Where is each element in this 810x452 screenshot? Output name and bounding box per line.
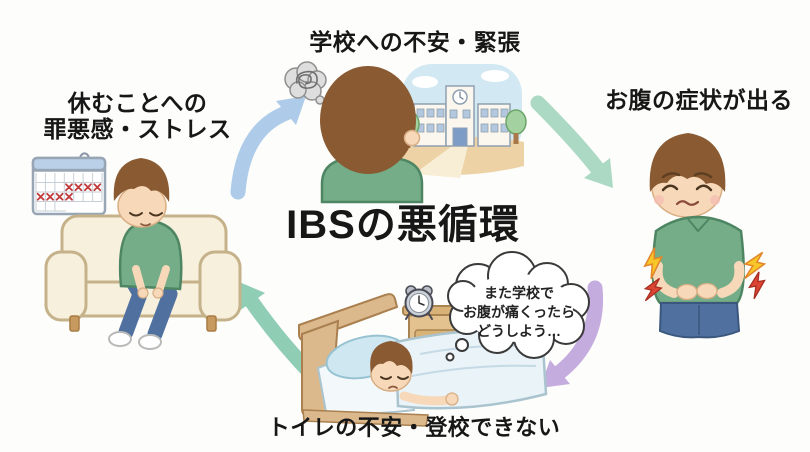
thought-line-1: また学校で xyxy=(484,285,554,301)
boy-hair xyxy=(113,158,170,202)
boy-back-view xyxy=(320,66,424,204)
school-path xyxy=(414,146,468,178)
closed-eyes xyxy=(129,212,163,217)
tangled-thoughts-icon xyxy=(284,61,332,112)
boy-hair xyxy=(649,133,726,192)
worried-eyebrows xyxy=(661,172,713,179)
scribble xyxy=(295,70,318,89)
sofa-armrest-right xyxy=(198,250,242,322)
thought-line-2: お腹が痛くったら xyxy=(463,304,575,320)
cycle-title: IBSの悪循環 xyxy=(286,203,520,247)
thought-bubble-icon xyxy=(445,251,590,362)
boy-on-sofa xyxy=(108,158,183,350)
boy-stomachache xyxy=(649,133,745,339)
scene-stomach-symptoms xyxy=(640,133,769,339)
school-windows xyxy=(416,108,509,133)
label-guilt-line1: 休むことへの xyxy=(67,90,208,116)
hand xyxy=(696,282,718,300)
mouth xyxy=(388,385,398,389)
pain-bolt-icon xyxy=(741,248,768,283)
hand xyxy=(676,283,698,301)
boy-hair xyxy=(370,341,413,374)
scene-school-anxiety xyxy=(284,61,527,204)
hand xyxy=(445,392,459,406)
thought-bubble-text: また学校で お腹が痛くったら どうしよう… xyxy=(452,284,586,341)
closed-eyes xyxy=(380,376,409,380)
arrow-left-to-top xyxy=(230,96,306,200)
scene-guilt-rest xyxy=(31,152,242,350)
thought-line-3: どうしよう… xyxy=(477,323,561,339)
calendar-x-marks xyxy=(36,183,102,201)
pained-mouth xyxy=(675,200,700,206)
school-door xyxy=(452,127,468,147)
closed-eyes xyxy=(661,184,713,192)
cloud xyxy=(481,70,509,82)
boy-hair-back xyxy=(320,66,416,174)
label-stomach-symptoms: お腹の症状が出る xyxy=(605,87,793,113)
label-toilet-anxiety: トイレの不安・登校できない xyxy=(267,415,561,440)
sofa-armrest-left xyxy=(44,250,88,322)
scene-sleep-worry xyxy=(298,251,590,427)
label-guilt-line2: 罪悪感・ストレス xyxy=(43,115,232,142)
label-school-anxiety: 学校への不安・緊張 xyxy=(309,29,521,55)
arm-over-blanket xyxy=(399,391,453,406)
label-guilt-stress: 休むことへの 罪悪感・ストレス xyxy=(30,90,245,143)
calendar-icon xyxy=(31,152,107,216)
mouth xyxy=(140,223,151,227)
cloud xyxy=(412,76,438,88)
ear xyxy=(403,129,421,147)
alarm-clock-icon xyxy=(404,285,434,320)
tree xyxy=(505,109,527,135)
cycle-arrows xyxy=(230,95,613,393)
bed-rail-bottom xyxy=(302,409,429,427)
arrow-right-to-bottom xyxy=(540,280,604,388)
arrow-top-to-right xyxy=(530,95,613,188)
